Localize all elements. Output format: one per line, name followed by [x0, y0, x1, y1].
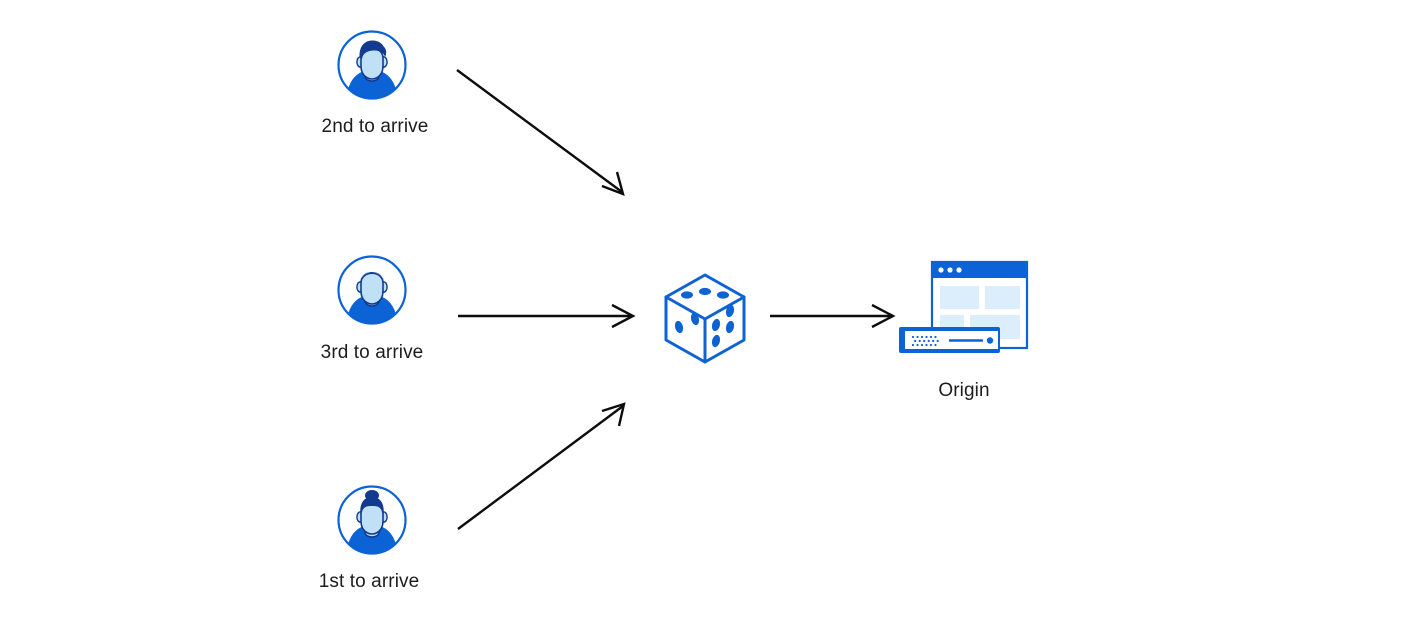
client-label-2nd: 2nd to arrive	[321, 116, 429, 137]
arrow-3rd-to-dice	[458, 303, 636, 329]
arrow-2nd-to-dice	[456, 69, 625, 196]
server-rack-icon	[899, 327, 1000, 353]
arrow-1st-to-dice	[457, 402, 626, 530]
origin-icons	[899, 260, 1029, 353]
arrow-dice-to-origin	[770, 303, 896, 329]
client-avatar-2nd[interactable]	[335, 28, 409, 102]
user-avatar-icon	[337, 30, 407, 100]
origin-label: Origin	[938, 380, 990, 401]
dice-icon	[664, 273, 746, 364]
user-avatar-icon	[337, 255, 407, 325]
client-label-1st: 1st to arrive	[318, 571, 420, 592]
client-avatar-1st[interactable]	[335, 483, 409, 557]
client-label-3rd: 3rd to arrive	[320, 342, 424, 363]
origin-node[interactable]	[893, 256, 1033, 356]
user-avatar-icon	[337, 485, 407, 555]
randomizer-dice[interactable]	[659, 270, 751, 366]
client-avatar-3rd[interactable]	[335, 253, 409, 327]
